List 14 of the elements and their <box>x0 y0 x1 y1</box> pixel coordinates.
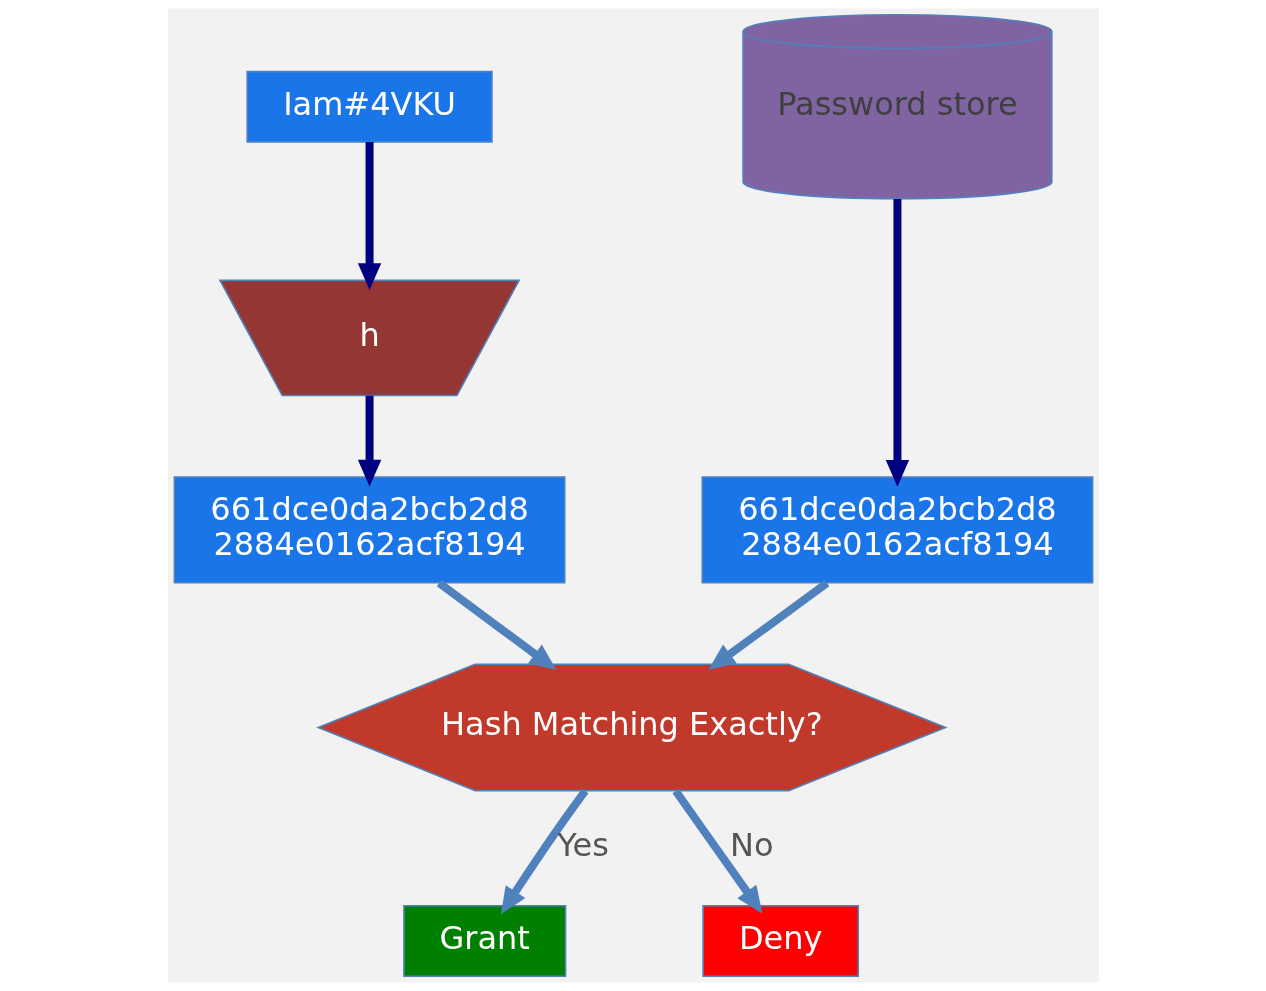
arrow <box>885 199 909 487</box>
arrow <box>357 395 381 487</box>
arrow <box>436 579 556 670</box>
node-box: Grant <box>402 905 566 977</box>
arrow <box>671 788 762 914</box>
node-box: Iam#4VKU <box>245 70 493 143</box>
edge-label: Yes <box>556 826 609 865</box>
node-box: Deny <box>701 905 859 977</box>
node-box: 661dce0da2bcb2d8 2884e0162acf8194 <box>701 476 1093 584</box>
node-box: 661dce0da2bcb2d8 2884e0162acf8194 <box>173 476 565 584</box>
edge-label: No <box>729 826 774 865</box>
arrow <box>500 788 588 915</box>
arrow <box>357 142 381 290</box>
arrow <box>707 579 829 670</box>
